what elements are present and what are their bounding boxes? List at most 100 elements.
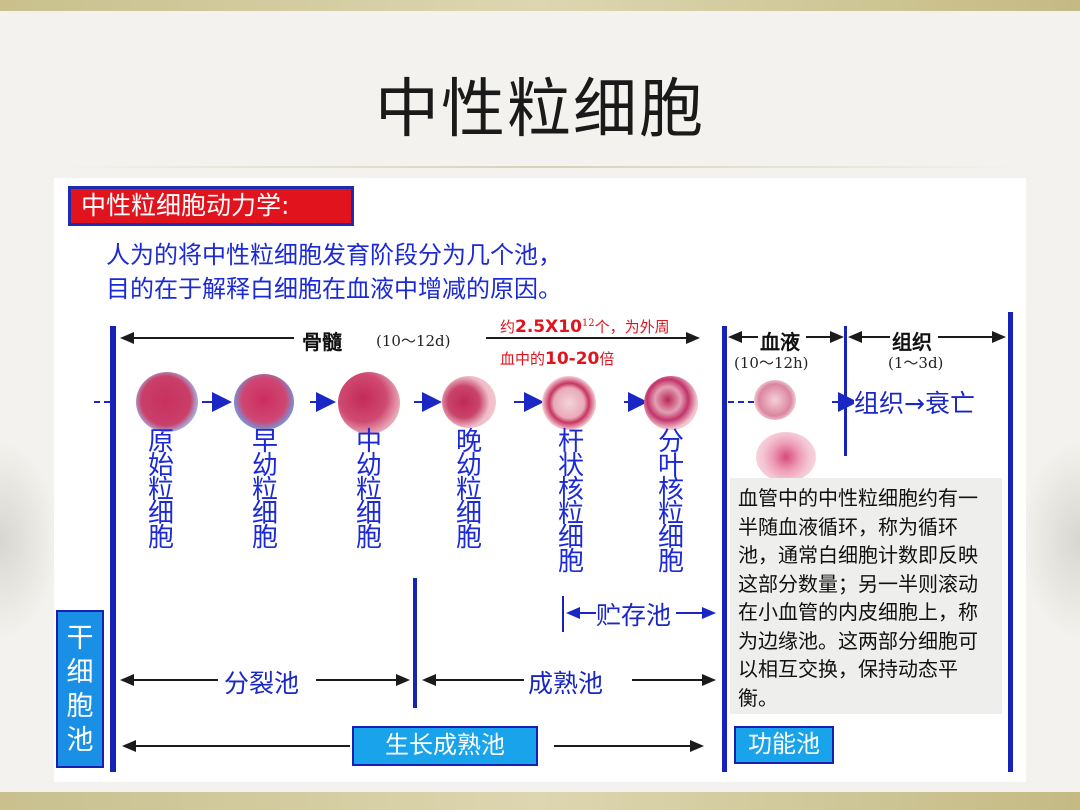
background-shading-left (0, 440, 60, 640)
section-heading: 中性粒细胞动力学: (68, 186, 354, 226)
storage-arrow-right-head (702, 607, 716, 619)
tissue-arrow-left-head (848, 331, 862, 343)
storage-arrow-line-right (676, 612, 702, 614)
tissue-fate-label: 组织→衰亡 (854, 389, 975, 418)
stage-label-char: 胞 (455, 523, 482, 553)
cell-myeloblast-image (136, 372, 198, 432)
stage-label-char: 胞 (657, 547, 684, 577)
growth-arrow-left-head (122, 740, 136, 752)
stage-label-char: 细 (251, 499, 278, 529)
cell-band-image (542, 376, 596, 430)
stage-label-char: 晚 (455, 427, 482, 457)
reserve-note-line-2: 血中的10-20倍 (500, 349, 615, 369)
intro-line-2: 目的在于解释白细胞在血液中增减的原因。 (106, 275, 562, 303)
blood-arrow-line-right (806, 336, 830, 338)
marrow-range: (10～12d) (376, 332, 451, 350)
blood-arrow-left-head (728, 331, 742, 343)
marrow-arrow-line-right (486, 337, 686, 339)
storage-arrow-left-head (566, 607, 580, 619)
stage-label-char: 细 (455, 499, 482, 529)
reserve-note-line-1: 约2.5X1012个，为外周 (500, 317, 670, 337)
maturation-arrow-right-head (702, 674, 716, 686)
stage-label-segmented: 分叶核粒细胞 (654, 427, 688, 577)
maturation-arrow-left-head (422, 674, 436, 686)
stage-label-promyelocyte: 早幼粒细胞 (248, 427, 282, 553)
tissue-arrow-line-left (862, 336, 890, 338)
blood-arrow-right-head (830, 331, 844, 343)
blood-label: 血液 (760, 330, 800, 354)
tissue-range: (1～3d) (888, 354, 944, 372)
stage-label-char: 核 (557, 475, 584, 505)
stage-label-char: 幼 (355, 451, 382, 481)
stage-label-char: 粒 (251, 475, 278, 505)
intro-line-1: 人为的将中性粒细胞发育阶段分为几个池， (106, 241, 562, 269)
storage-pool-left-tick (562, 596, 564, 632)
title-divider (62, 166, 1022, 168)
diagram-panel: 中性粒细胞动力学: 人为的将中性粒细胞发育阶段分为几个池， 目的在于解释白细胞在… (54, 178, 1026, 782)
stage-label-char: 粒 (147, 475, 174, 505)
mitotic-arrow-left-head (120, 674, 134, 686)
boundary-line-stem (110, 326, 116, 772)
cell-metamyelocyte-image (442, 376, 496, 428)
tissue-label: 组织 (892, 330, 932, 354)
stage-label-char: 叶 (657, 451, 684, 481)
stage-label-char: 胞 (355, 523, 382, 553)
cell-myelocyte-image (338, 372, 400, 434)
marrow-arrow-line-left (134, 337, 294, 339)
stage-label-char: 分 (657, 427, 684, 457)
stage-label-char: 粒 (657, 499, 684, 529)
growth-arrow-line-right (554, 745, 690, 747)
stage-label-myeloblast: 原始粒细胞 (144, 427, 178, 553)
background-shading-right (1020, 440, 1080, 640)
growth-arrow-right-head (690, 740, 704, 752)
mitotic-arrow-line-left (134, 679, 218, 681)
stage-label-char: 粒 (355, 475, 382, 505)
stage-label-char: 粒 (557, 499, 584, 529)
stage-label-myelocyte: 中幼粒细胞 (352, 427, 386, 553)
stage-label-char: 原 (147, 427, 174, 457)
stage-label-char: 胞 (251, 523, 278, 553)
blood-arrow-line-left (742, 336, 758, 338)
stage-label-char: 杆 (557, 427, 584, 457)
stage-label-char: 状 (557, 451, 584, 481)
explanation-note: 血管中的中性粒细胞约有一半随血液循环，称为循环池，通常白细胞计数即反映这部分数量… (730, 478, 1002, 714)
stem-cell-pool-box: 干细胞池 (56, 610, 104, 768)
stage-label-char: 胞 (557, 547, 584, 577)
stage-label-char: 早 (251, 427, 278, 457)
maturation-arrow-line-left (436, 679, 524, 681)
stage-label-char: 始 (147, 451, 174, 481)
growth-maturation-pool-box: 生长成熟池 (352, 726, 538, 766)
tissue-arrow-line-right (938, 336, 992, 338)
marrow-arrow-right-head (686, 332, 700, 344)
stage-label-metamyelocyte: 晚幼粒细胞 (452, 427, 486, 553)
maturation-pool-label: 成熟池 (528, 669, 604, 698)
stage-label-char: 细 (557, 523, 584, 553)
boundary-line-tissue-end (1008, 312, 1013, 772)
cell-promyelocyte-image (234, 374, 294, 430)
marrow-arrow-left-head (120, 332, 134, 344)
storage-arrow-line-left (580, 612, 596, 614)
stage-label-char: 细 (657, 523, 684, 553)
cell-segmented-image (644, 376, 698, 430)
mitotic-pool-label: 分裂池 (224, 669, 300, 698)
blood-range: (10～12h) (734, 354, 809, 372)
boundary-line-blood-tissue (844, 326, 847, 456)
stage-label-char: 胞 (147, 523, 174, 553)
functional-pool-box: 功能池 (734, 726, 834, 764)
cell-blood-neutrophil-image (754, 380, 796, 420)
stage-label-char: 细 (147, 499, 174, 529)
tissue-arrow-right-head (992, 331, 1006, 343)
stage-label-char: 中 (355, 427, 382, 457)
mitotic-arrow-line-right (316, 679, 396, 681)
top-decor-band (0, 0, 1080, 11)
cell-circulating-neutrophil-image (756, 432, 816, 482)
boundary-line-mitotic-maturation (413, 578, 417, 708)
stage-label-char: 幼 (251, 451, 278, 481)
stage-label-char: 粒 (455, 475, 482, 505)
maturation-arrow-line-right (632, 679, 702, 681)
boundary-line-marrow-blood (722, 326, 727, 772)
stage-label-char: 核 (657, 475, 684, 505)
mitotic-arrow-right-head (396, 674, 410, 686)
stage-label-char: 幼 (455, 451, 482, 481)
growth-arrow-line-left (136, 745, 350, 747)
